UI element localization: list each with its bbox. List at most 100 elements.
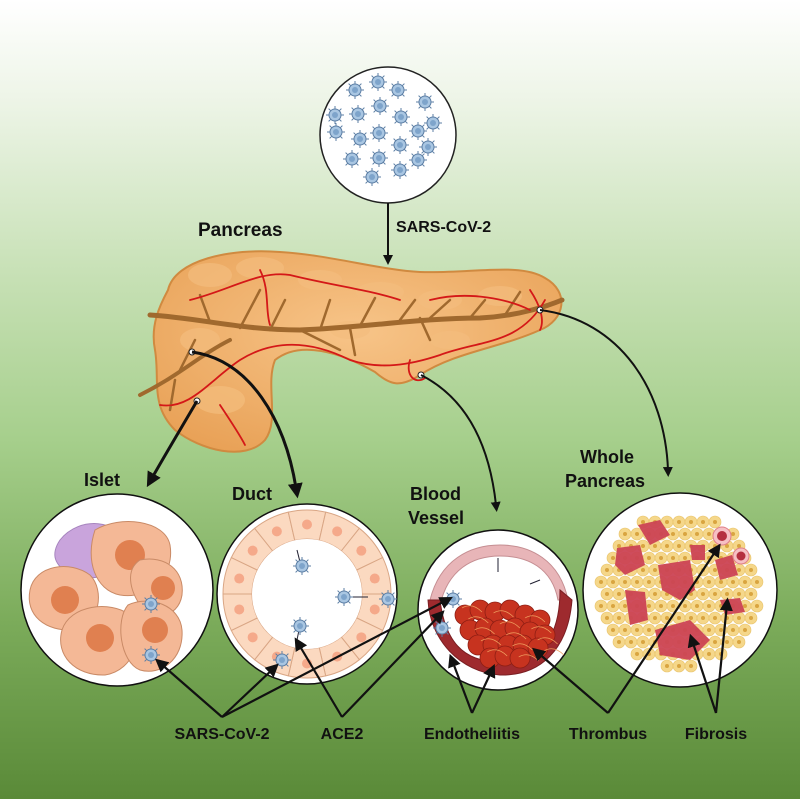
acinar-nucleus: [755, 604, 759, 608]
acinar-nucleus: [713, 616, 717, 620]
duct-cell-nucleus: [247, 632, 258, 643]
acinar-nucleus: [749, 616, 753, 620]
acinar-nucleus: [641, 640, 645, 644]
duct-cell-nucleus: [332, 526, 343, 537]
acinar-nucleus: [605, 592, 609, 596]
acinar-nucleus: [683, 532, 687, 536]
acinar-nucleus: [671, 556, 675, 560]
thrombus-cell: [509, 647, 531, 669]
duct-cell-nucleus: [234, 573, 245, 584]
acinar-nucleus: [737, 640, 741, 644]
acinar-nucleus: [689, 664, 693, 668]
acinar-nucleus: [725, 640, 729, 644]
acinar-nucleus: [647, 604, 651, 608]
fibrin-strand: [480, 638, 502, 646]
fibrin-strand: [499, 621, 521, 629]
virus-particle-icon: [370, 96, 390, 116]
acinar-nucleus: [677, 616, 681, 620]
acinar-nucleus: [701, 520, 705, 524]
duct-cell-nucleus: [369, 573, 380, 584]
acinar-nucleus: [743, 604, 747, 608]
virus-particle-icon: [369, 148, 389, 168]
acinar-nucleus: [653, 616, 657, 620]
acinar-nucleus: [659, 556, 663, 560]
acinar-nucleus: [737, 568, 741, 572]
acinar-nucleus: [731, 532, 735, 536]
fibrin-strand: [468, 616, 489, 624]
acinar-nucleus: [689, 616, 693, 620]
fibrin-strand: [487, 649, 508, 657]
acinar-nucleus: [623, 628, 627, 632]
acinar-nucleus: [635, 532, 639, 536]
acinar-nucleus: [713, 592, 717, 596]
acinar-nucleus: [701, 592, 705, 596]
acinar-nucleus: [665, 544, 669, 548]
virus-particle-icon: [391, 107, 411, 127]
acinar-nucleus: [701, 616, 705, 620]
panel-label-whole-pancreas-line1: Whole: [580, 447, 634, 467]
virus-source-circle: [319, 66, 457, 204]
acinar-nucleus: [611, 556, 615, 560]
acinar-nucleus: [749, 592, 753, 596]
acinar-nucleus: [629, 640, 633, 644]
acinar-nucleus: [605, 616, 609, 620]
acinar-nucleus: [719, 580, 723, 584]
panel-label-duct: Duct: [232, 484, 272, 504]
fibrin-strand: [531, 626, 552, 634]
acinar-nucleus: [731, 580, 735, 584]
acinar-nucleus: [707, 604, 711, 608]
virus-particle-icon: [348, 104, 368, 124]
panel-label-whole-pancreas-line2: Pancreas: [565, 471, 645, 491]
acinar-nucleus: [653, 544, 657, 548]
acinar-nucleus: [641, 544, 645, 548]
acinar-nucleus: [695, 532, 699, 536]
virus-particle-icon: [388, 80, 408, 100]
acinar-nucleus: [695, 604, 699, 608]
acinar-nucleus: [617, 640, 621, 644]
acinar-nucleus: [689, 520, 693, 524]
acinar-nucleus: [623, 580, 627, 584]
acinar-nucleus: [635, 652, 639, 656]
acinar-nucleus: [749, 568, 753, 572]
virus-particle-icon: [369, 123, 389, 143]
virus-particle-icon: [390, 135, 410, 155]
fibrin-strand: [493, 610, 514, 618]
callout-endotheliitis: Endotheliitis: [424, 726, 520, 743]
acinar-nucleus: [755, 580, 759, 584]
virus-particle-icon: [325, 105, 345, 125]
acinar-nucleus: [611, 580, 615, 584]
acinar-nucleus: [647, 580, 651, 584]
acinar-nucleus: [677, 544, 681, 548]
blood-vessel-panel: [417, 529, 579, 691]
duct-cell-nucleus: [356, 632, 367, 643]
acinar-nucleus: [743, 580, 747, 584]
acinar-nucleus: [635, 628, 639, 632]
duct-cell-nucleus: [247, 545, 258, 556]
fibrin-strand: [512, 643, 533, 651]
virus-particle-icon: [342, 149, 362, 169]
thrombus-cell: [527, 637, 549, 659]
acinar-nucleus: [623, 604, 627, 608]
acinar-nucleus: [635, 580, 639, 584]
fibrin-strand: [537, 637, 558, 645]
acinar-nucleus: [737, 592, 741, 596]
acinar-nucleus: [665, 520, 669, 524]
acinar-nucleus: [677, 664, 681, 668]
sampling-arrows: [146, 309, 673, 512]
acinar-nucleus: [713, 640, 717, 644]
virus-particle-icon: [423, 113, 443, 133]
acinar-nucleus: [647, 556, 651, 560]
acinar-nucleus: [665, 664, 669, 668]
callout-fibrosis: Fibrosis: [685, 726, 747, 743]
acinar-nucleus: [713, 568, 717, 572]
acinar-nucleus: [737, 616, 741, 620]
acinar-nucleus: [719, 628, 723, 632]
callout-sars-cov-2: SARS-CoV-2: [174, 726, 269, 743]
whole-pancreas-panel: [582, 492, 778, 688]
callout-thrombus: Thrombus: [569, 726, 647, 743]
acinar-nucleus: [707, 580, 711, 584]
acinar-nucleus: [743, 628, 747, 632]
acinar-nucleus: [671, 532, 675, 536]
duct-panel: [216, 503, 398, 685]
virus-particle-icon: [368, 72, 388, 92]
